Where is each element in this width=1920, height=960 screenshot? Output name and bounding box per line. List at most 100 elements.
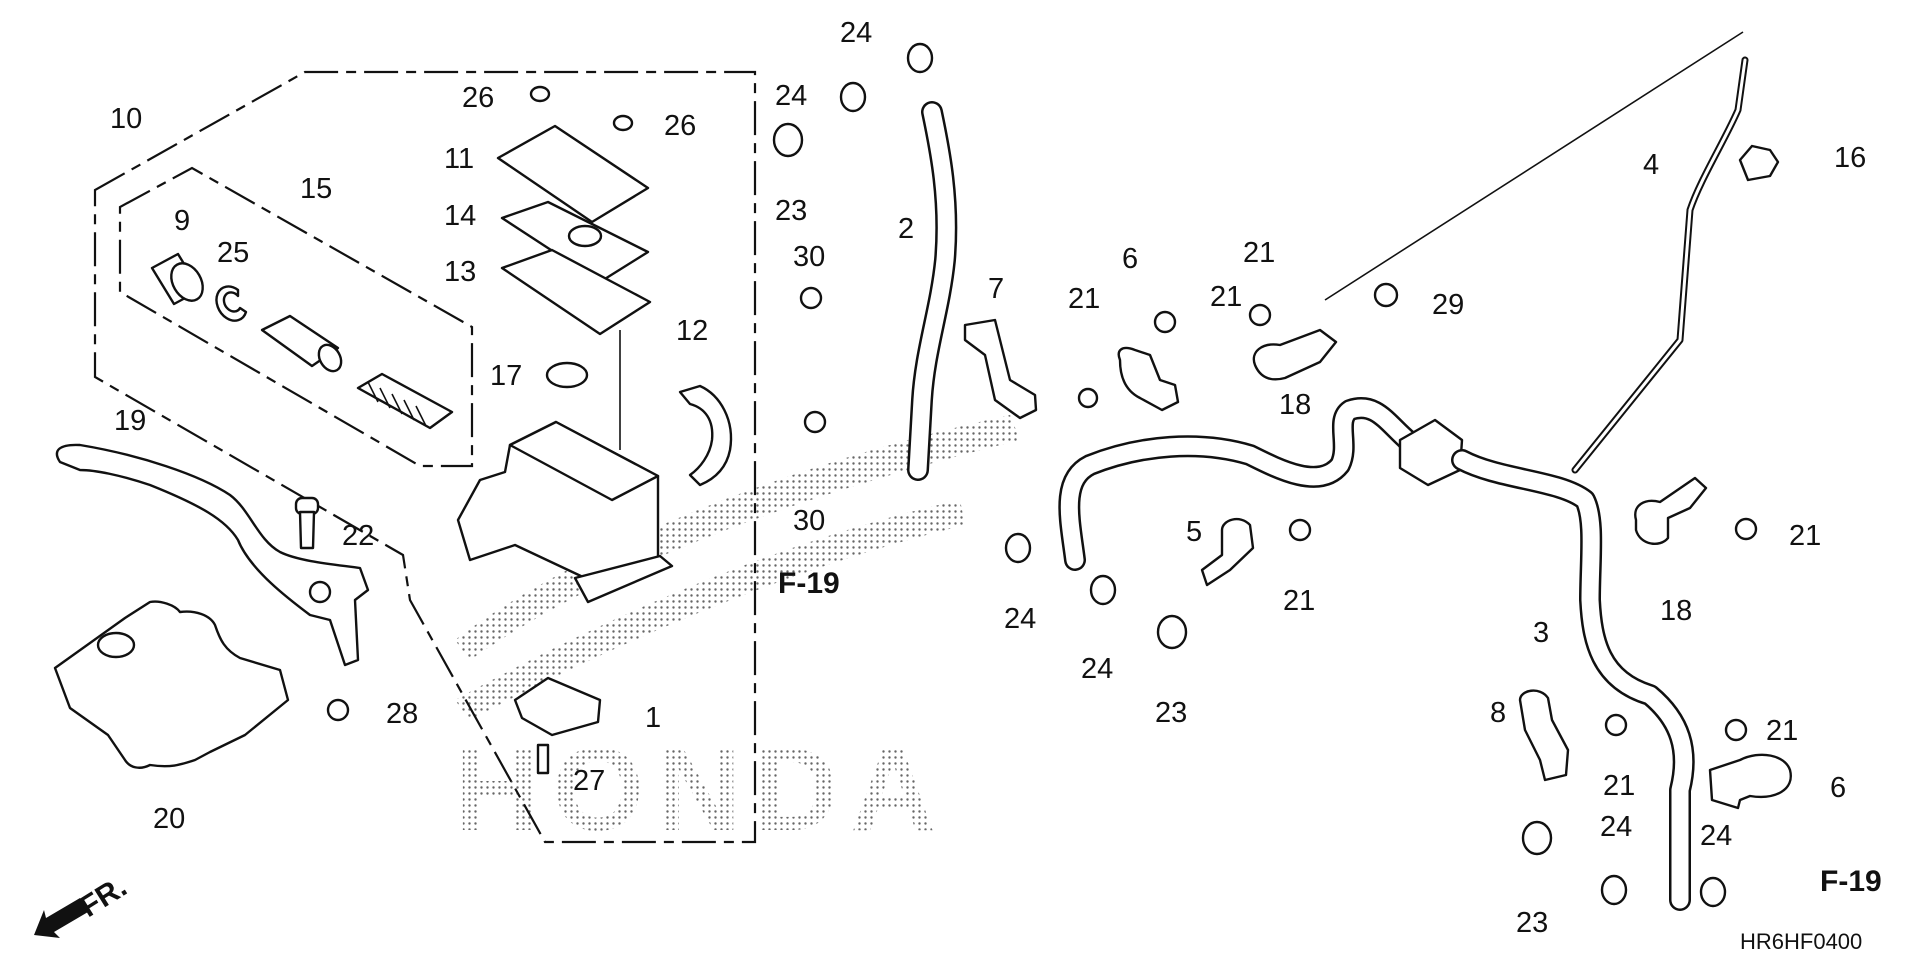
boot-part-17 xyxy=(545,361,589,389)
bolt-part-21-a xyxy=(1077,387,1099,409)
callout-9[interactable]: 9 xyxy=(174,205,190,237)
callout-22[interactable]: 22 xyxy=(342,520,374,552)
callout-15[interactable]: 15 xyxy=(300,173,332,205)
screw-part-26b xyxy=(612,114,634,132)
callout-23a[interactable]: 23 xyxy=(775,195,807,227)
callout-21e[interactable]: 21 xyxy=(1789,520,1821,552)
diagram-code: HR6HF0400 xyxy=(1740,929,1862,954)
callout-19[interactable]: 19 xyxy=(114,405,146,437)
bolt-part-21-e xyxy=(1734,517,1758,541)
brake-hose-part-3 xyxy=(1451,449,1695,911)
callout-25[interactable]: 25 xyxy=(217,237,249,269)
bolt-part-21-g xyxy=(1724,718,1748,742)
screw-part-26a xyxy=(529,85,551,103)
callout-11[interactable]: 11 xyxy=(444,143,474,175)
screw-part-27 xyxy=(536,743,550,775)
ref-line-pipe xyxy=(1324,31,1744,301)
oil-bolt-part-23-bot xyxy=(1521,820,1553,856)
assembly-10-outline xyxy=(93,70,757,844)
callout-4[interactable]: 4 xyxy=(1643,149,1659,181)
reference-f19-right[interactable]: F-19 xyxy=(1820,865,1882,898)
callout-29[interactable]: 29 xyxy=(1432,289,1464,321)
callout-30b[interactable]: 30 xyxy=(793,505,825,537)
callout-18a[interactable]: 18 xyxy=(1279,389,1311,421)
callout-10[interactable]: 10 xyxy=(110,103,142,135)
bolt-part-21-c xyxy=(1248,303,1272,327)
bolt-part-30b xyxy=(803,410,827,434)
sealing-washer-part-24-mid-b xyxy=(1089,574,1117,606)
clamp-part-6-b xyxy=(1708,753,1792,810)
callout-16[interactable]: 16 xyxy=(1834,142,1866,174)
callout-24f[interactable]: 24 xyxy=(1700,820,1732,852)
sealing-washer-part-24-top xyxy=(906,42,934,74)
callout-5[interactable]: 5 xyxy=(1186,516,1202,548)
callout-24d[interactable]: 24 xyxy=(1081,653,1113,685)
callout-13[interactable]: 13 xyxy=(444,256,476,288)
reservoir-cap-part-11 xyxy=(496,124,650,224)
callout-6b[interactable]: 6 xyxy=(1830,772,1846,804)
callout-30a[interactable]: 30 xyxy=(793,241,825,273)
bolt-part-21-f xyxy=(1604,713,1628,737)
callout-14[interactable]: 14 xyxy=(444,200,476,232)
holder-part-12 xyxy=(678,384,733,487)
callout-26a[interactable]: 26 xyxy=(462,82,494,114)
bolt-part-30a xyxy=(799,286,823,310)
clip-part-16 xyxy=(1738,144,1780,182)
callout-21c[interactable]: 21 xyxy=(1243,237,1275,269)
callout-3[interactable]: 3 xyxy=(1533,617,1549,649)
callout-18b[interactable]: 18 xyxy=(1660,595,1692,627)
brake-hose-part-2 xyxy=(907,101,958,481)
callout-28[interactable]: 28 xyxy=(386,698,418,730)
brake-lever-part-19 xyxy=(55,443,370,667)
callout-1[interactable]: 1 xyxy=(645,702,661,734)
callout-27[interactable]: 27 xyxy=(573,765,605,797)
callout-21a[interactable]: 21 xyxy=(1068,283,1100,315)
callout-24b[interactable]: 24 xyxy=(775,80,807,112)
diaphragm-part-13 xyxy=(500,248,652,336)
callout-23b[interactable]: 23 xyxy=(1155,697,1187,729)
callout-24c[interactable]: 24 xyxy=(1004,603,1036,635)
front-arrow-icon xyxy=(34,898,88,938)
callout-12[interactable]: 12 xyxy=(676,315,708,347)
callout-20[interactable]: 20 xyxy=(153,803,185,835)
bracket-part-7 xyxy=(963,318,1038,420)
cap-plate-boss xyxy=(567,224,603,248)
piston-cup-part-9 xyxy=(150,252,204,306)
callout-6a[interactable]: 6 xyxy=(1122,243,1138,275)
callout-8[interactable]: 8 xyxy=(1490,697,1506,729)
callout-labels: 1015925192626111413171230302228202712424… xyxy=(110,17,1866,939)
callout-26b[interactable]: 26 xyxy=(664,110,696,142)
honda-watermark-text: HONDA xyxy=(455,724,948,856)
nut-part-28 xyxy=(326,698,350,722)
brake-hose-middle xyxy=(1058,397,1431,571)
front-direction-label: FR. xyxy=(74,870,132,924)
callout-7[interactable]: 7 xyxy=(988,273,1004,305)
callout-17[interactable]: 17 xyxy=(490,360,522,392)
piston xyxy=(260,314,343,373)
oil-bolt-part-23-top xyxy=(772,122,804,158)
bolt-part-21-b xyxy=(1153,310,1177,334)
clamp-part-5 xyxy=(1200,517,1255,587)
callout-23c[interactable]: 23 xyxy=(1516,907,1548,939)
reference-f19-left[interactable]: F-19 xyxy=(778,567,840,600)
sealing-washer-part-24-mid-a xyxy=(1004,532,1032,564)
callout-21b[interactable]: 21 xyxy=(1210,281,1242,313)
callout-24e[interactable]: 24 xyxy=(1600,811,1632,843)
sealing-washer-part-24-bot-b xyxy=(1699,876,1727,908)
circlip-part-25 xyxy=(215,285,248,322)
clamp-part-18-b xyxy=(1634,476,1708,546)
lever-cover-part-20 xyxy=(53,600,290,769)
clamp-part-6-a xyxy=(1117,346,1180,412)
callout-21g[interactable]: 21 xyxy=(1766,715,1798,747)
callout-24a[interactable]: 24 xyxy=(840,17,872,49)
callout-21f[interactable]: 21 xyxy=(1603,770,1635,802)
lever-pivot-hole xyxy=(308,580,332,604)
callout-21d[interactable]: 21 xyxy=(1283,585,1315,617)
bolt-part-21-d xyxy=(1288,518,1312,542)
assembly-15-outline xyxy=(118,166,474,468)
front-direction-arrow: FR. xyxy=(34,870,133,938)
sealing-washer-part-24-top-b xyxy=(839,81,867,113)
callout-2[interactable]: 2 xyxy=(898,213,914,245)
cover-boss xyxy=(96,631,136,659)
